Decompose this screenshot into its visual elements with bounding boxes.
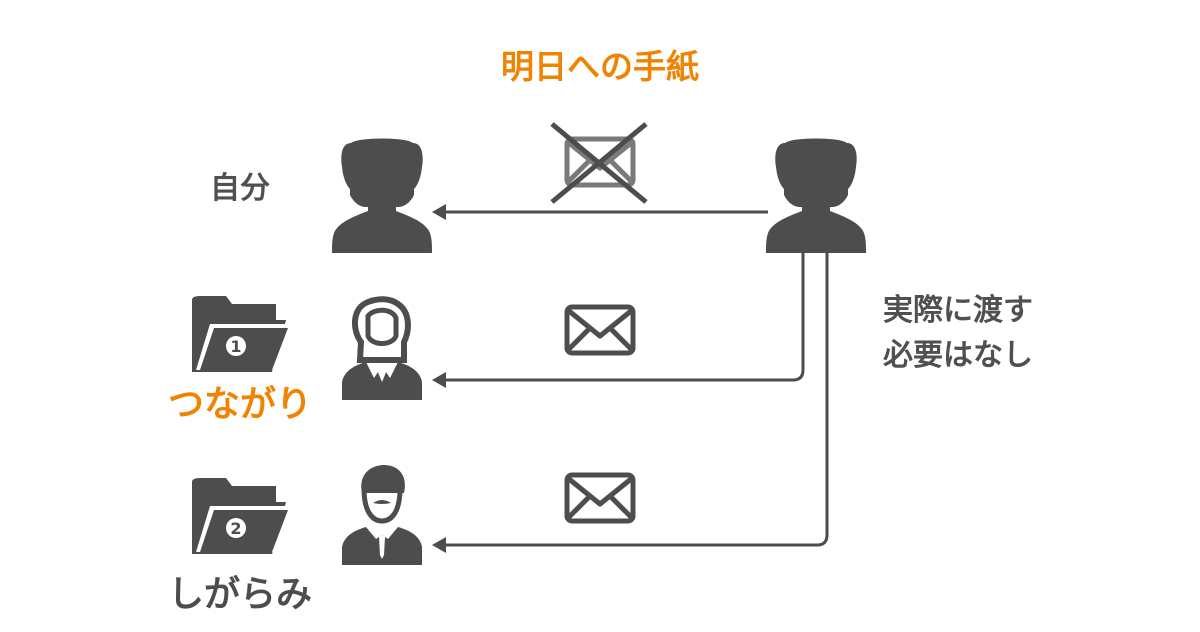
self-label: 自分 [210, 171, 270, 206]
sender-person-icon [766, 138, 866, 253]
businessman-icon [342, 465, 422, 565]
folder-label-connections: つながり [168, 384, 312, 425]
folder-number-badge [226, 518, 246, 538]
folder-icon: 1 [192, 296, 292, 372]
folder-number-badge [226, 336, 246, 356]
diagram-title: 明日への手紙 [501, 47, 699, 86]
self-person-icon [332, 138, 432, 253]
folder-label-ties: しがらみ [168, 574, 312, 615]
folder-number: 1 [230, 337, 241, 356]
note-line-2: 必要はなし [883, 338, 1033, 373]
businesswoman-icon [342, 296, 422, 400]
connector-lines [432, 204, 829, 553]
envelope-icon [567, 307, 633, 353]
folder-number: 2 [230, 519, 241, 538]
envelope-icon [567, 475, 633, 521]
folder-icon: 2 [192, 478, 292, 554]
note-line-1: 実際に渡す [883, 293, 1033, 328]
crossed-out-envelope-icon [550, 122, 648, 204]
